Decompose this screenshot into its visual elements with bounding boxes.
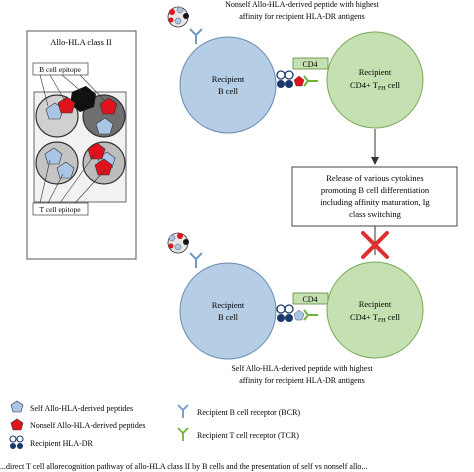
cytokine-line3: including affinity maturation, Ig bbox=[320, 197, 430, 207]
top-panel: Nonself Allo-HLA-derived peptide with hi… bbox=[167, 0, 424, 165]
cytokine-box: Release of various cytokines promoting B… bbox=[291, 166, 458, 259]
cytokine-line2: promoting B cell differentiation bbox=[321, 185, 430, 195]
bottom-recipient-b-cell bbox=[179, 262, 277, 360]
nonself-peptide-icon bbox=[94, 158, 113, 176]
bcr-legend-icon bbox=[177, 404, 189, 418]
top-b-cell-label-line1: Recipient bbox=[212, 74, 245, 84]
top-bcr-icon bbox=[189, 28, 203, 44]
top-cd4-tag bbox=[292, 57, 329, 70]
figure-caption-fragment: ...direct T cell allorecognition pathway… bbox=[0, 462, 367, 471]
legend-nonself-label: Nonself Allo-HLA-derived peptides bbox=[30, 421, 146, 430]
tcr-legend-icon bbox=[177, 427, 189, 441]
bottom-panel: Recipient B cell CD4 Recipient CD4+ TFH … bbox=[167, 232, 424, 385]
bottom-antigen-cluster bbox=[167, 232, 189, 254]
nonself-peptide-icon bbox=[87, 142, 106, 160]
allo-hla-title: Allo-HLA class II bbox=[50, 37, 112, 47]
top-synapse bbox=[276, 70, 318, 88]
bottom-tcr-icon bbox=[303, 309, 318, 321]
dark-peptide-icon bbox=[70, 86, 96, 112]
hla-cluster bbox=[33, 86, 127, 203]
bottom-b-cell-label-line2: B cell bbox=[218, 312, 239, 322]
b-cell-epitope-box bbox=[32, 62, 89, 76]
t-cell-epitope-box bbox=[32, 202, 89, 216]
bottom-synapse bbox=[276, 304, 318, 322]
legend-tcr-label: Recipient T cell receptor (TCR) bbox=[197, 431, 299, 440]
bottom-cd4-label: CD4 bbox=[302, 295, 317, 304]
bottom-recipient-tfh-cell bbox=[326, 261, 424, 359]
cytokine-frame bbox=[291, 166, 458, 227]
legend-item-self-peptides: Self Allo-HLA-derived peptides bbox=[10, 400, 133, 413]
bottom-tfh-label-line1: Recipient bbox=[359, 299, 392, 309]
legend-bcr-label: Recipient B cell receptor (BCR) bbox=[197, 408, 300, 417]
legend-item-hla-dr: Recipient HLA-DR bbox=[9, 435, 94, 449]
bottom-b-cell-label-line1: Recipient bbox=[212, 300, 245, 310]
b-cell-epitope-label: B cell epitope bbox=[39, 65, 81, 74]
bottom-bcr-icon bbox=[189, 252, 203, 268]
b-cell-epitope-pointers bbox=[39, 74, 106, 107]
cytokine-line1: Release of various cytokines bbox=[326, 173, 423, 183]
bottom-caption-line2: affinity for recipient HLA-DR antigens bbox=[239, 376, 365, 385]
bottom-self-peptide-icon bbox=[293, 309, 305, 321]
nonself-peptide-legend-icon bbox=[10, 418, 24, 431]
top-antigen-cluster bbox=[167, 6, 189, 28]
allo-hla-panel: Allo-HLA class II B cell epitope bbox=[26, 30, 137, 260]
self-peptide-icon bbox=[56, 161, 75, 179]
self-peptide-icon bbox=[95, 117, 114, 135]
top-tfh-label-line2: CD4+ TFH cell bbox=[350, 80, 401, 92]
top-nonself-peptide-icon bbox=[293, 75, 305, 87]
block-x-icon bbox=[361, 231, 389, 259]
self-peptide-legend-icon bbox=[10, 400, 24, 413]
top-recipient-b-cell bbox=[179, 36, 277, 134]
top-caption-line1: Nonself Allo-HLA-derived peptide with hi… bbox=[225, 0, 380, 9]
legend-hla-dr-label: Recipient HLA-DR bbox=[30, 439, 94, 448]
legend-item-nonself-peptides: Nonself Allo-HLA-derived peptides bbox=[10, 418, 146, 431]
nonself-peptide-icon bbox=[57, 96, 76, 114]
legend-item-bcr: Recipient B cell receptor (BCR) bbox=[177, 404, 300, 418]
cytokine-line4: class switching bbox=[349, 209, 401, 219]
top-tcr-icon bbox=[303, 75, 318, 87]
bottom-caption-line1: Self Allo-HLA-derived peptide with highe… bbox=[231, 364, 373, 373]
t-cell-epitope-label: T cell epitope bbox=[39, 205, 81, 214]
self-peptide-icon bbox=[45, 102, 64, 120]
top-tfh-label-line1: Recipient bbox=[359, 67, 392, 77]
top-b-cell-label-line2: B cell bbox=[218, 86, 239, 96]
t-cell-epitope-pointers bbox=[39, 153, 106, 204]
top-cd4-label: CD4 bbox=[302, 60, 317, 69]
legend-self-label: Self Allo-HLA-derived peptides bbox=[30, 404, 133, 413]
top-caption-line2: affinity for recipient HLA-DR antigens bbox=[239, 12, 365, 21]
top-recipient-tfh-cell bbox=[326, 31, 424, 129]
nonself-peptide-icon bbox=[99, 97, 118, 115]
legend: Self Allo-HLA-derived peptides Nonself A… bbox=[9, 400, 300, 449]
bottom-tfh-label-line2: CD4+ TFH cell bbox=[350, 312, 401, 324]
legend-item-tcr: Recipient T cell receptor (TCR) bbox=[177, 427, 299, 441]
self-peptide-icon bbox=[44, 147, 63, 165]
